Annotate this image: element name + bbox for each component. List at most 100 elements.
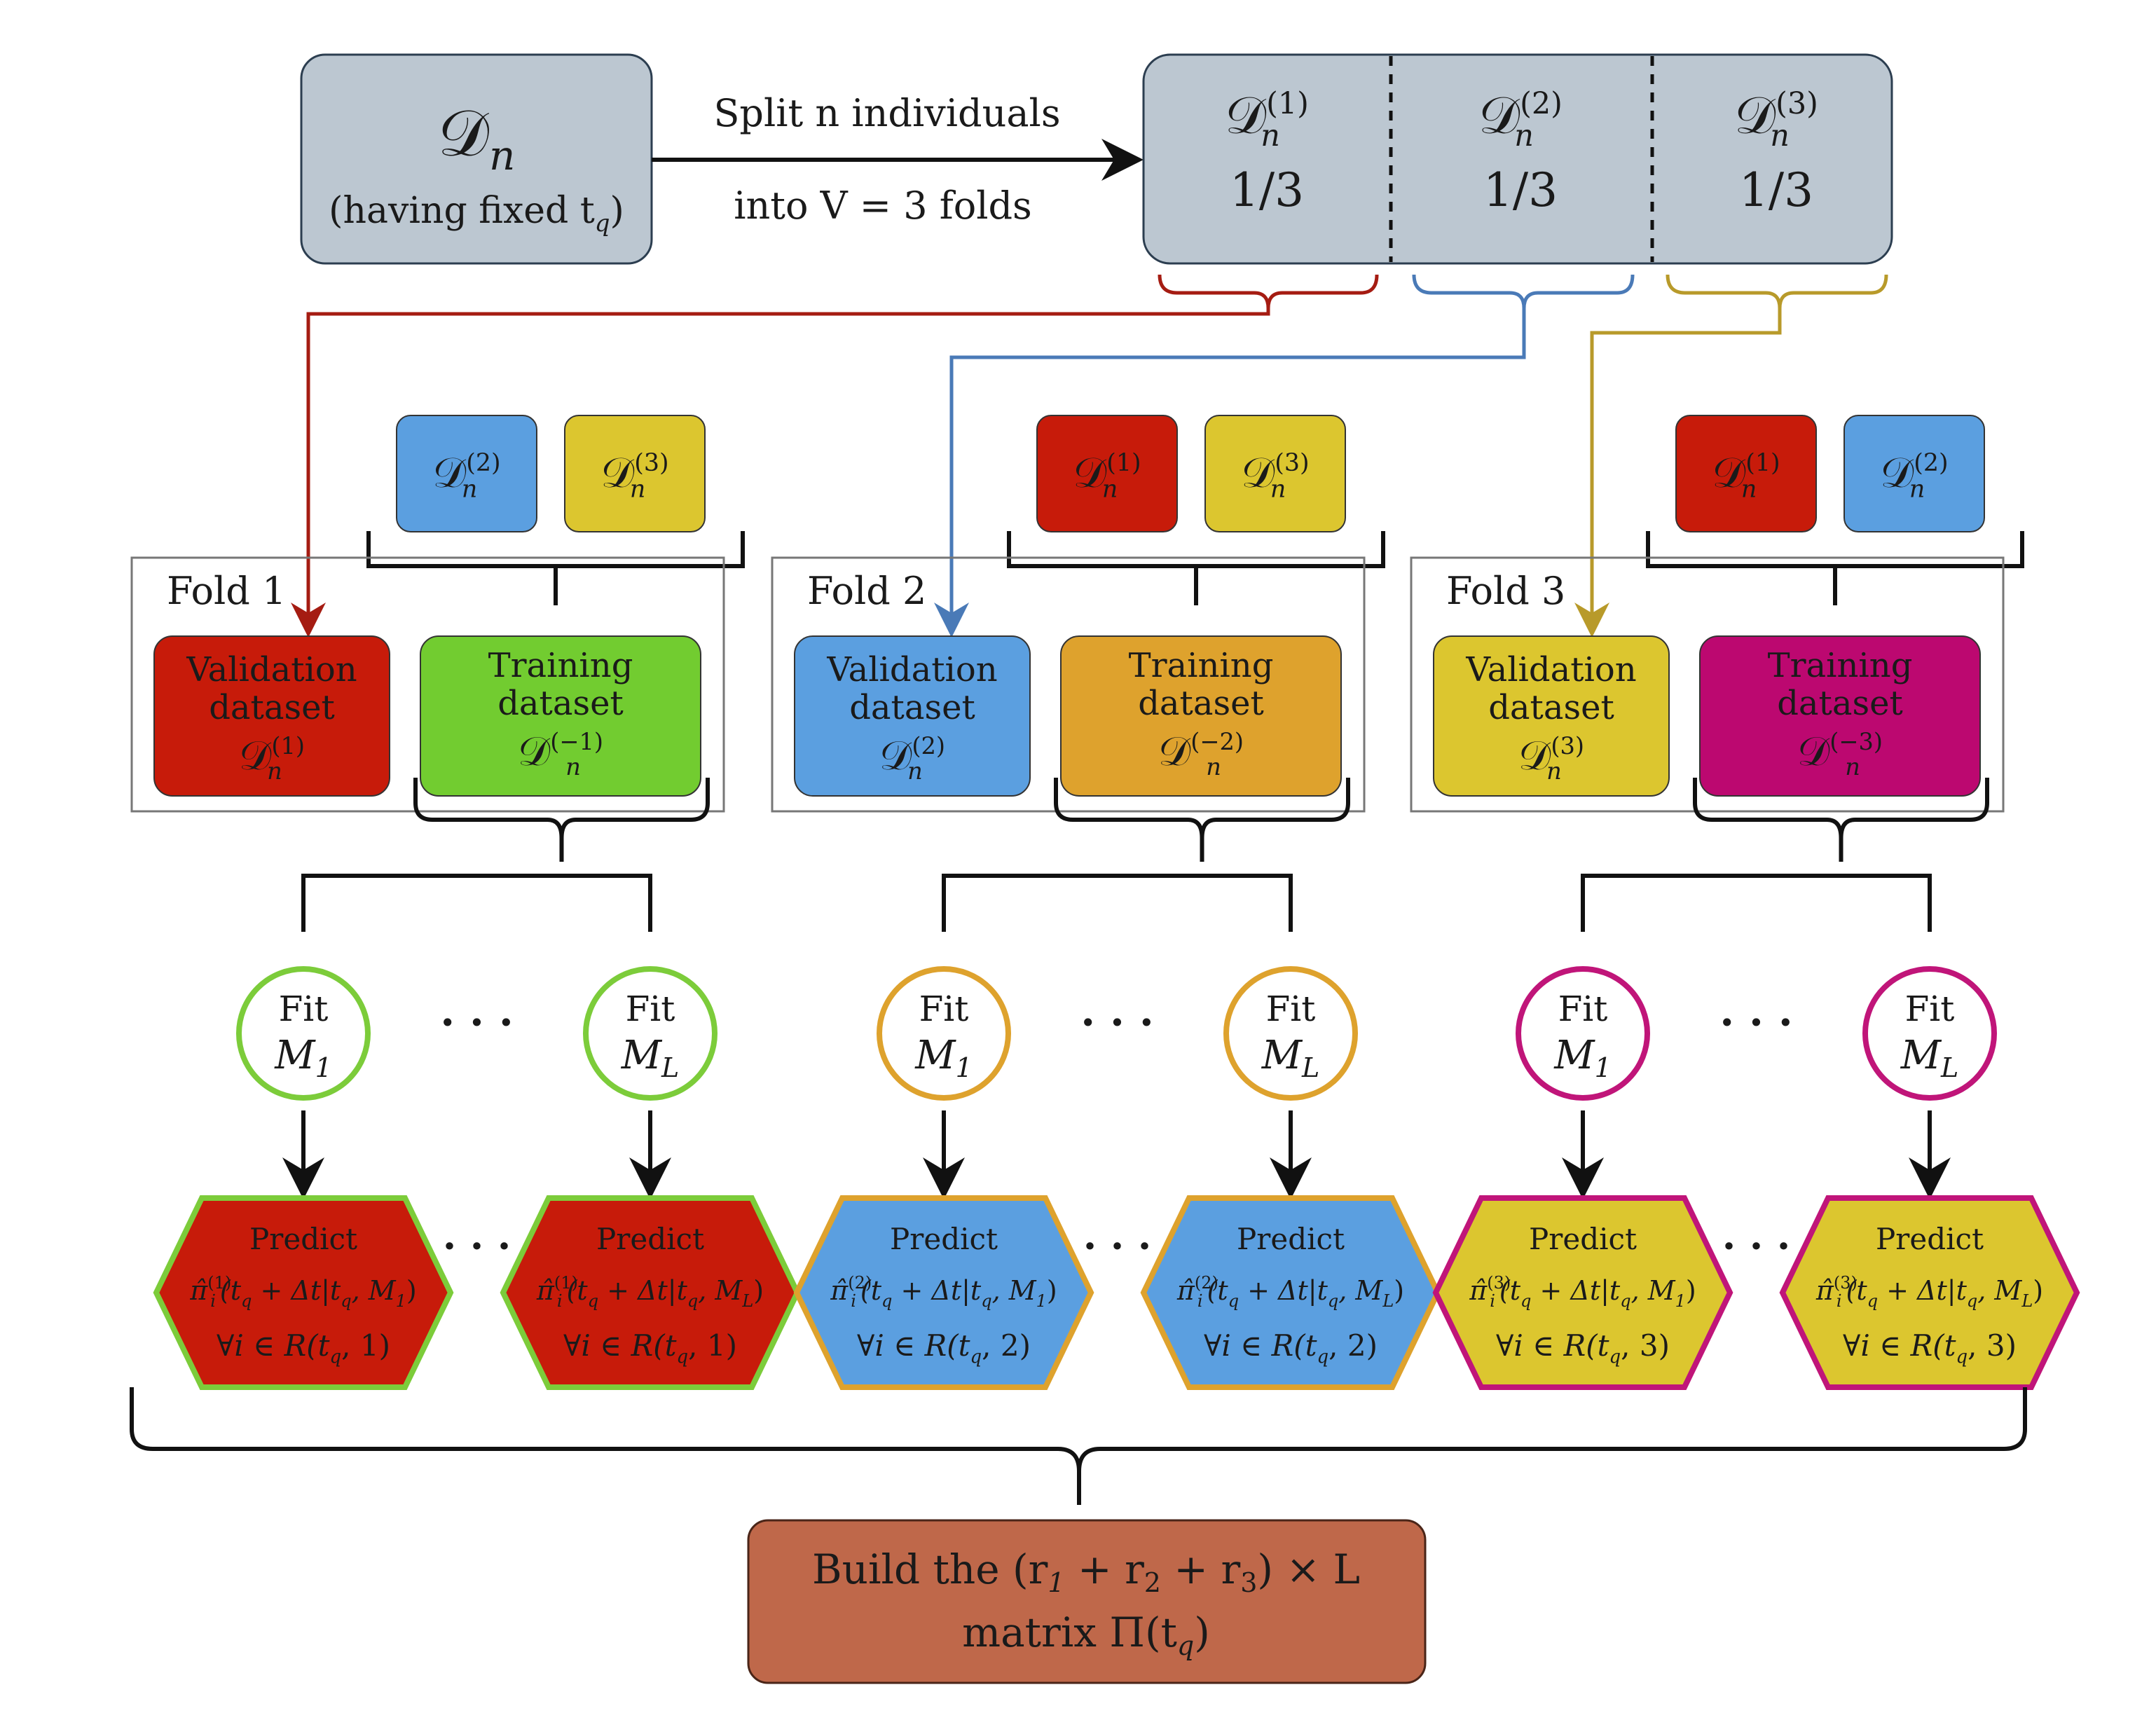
prediction-hexagon: Predict π̂(3)i(tq + Δt|tq, M1) ∀i ∈ R(tq, … bbox=[1432, 1195, 1733, 1390]
predict-title: Predict bbox=[1237, 1222, 1345, 1256]
training-line-1: Training bbox=[488, 646, 633, 685]
training-line-2: dataset bbox=[1138, 684, 1264, 723]
fit-connector bbox=[942, 874, 1293, 932]
predict-title: Predict bbox=[1529, 1222, 1637, 1256]
training-chip: 𝒟(3)n bbox=[1204, 415, 1346, 532]
source-label: 𝒟 bbox=[438, 96, 490, 171]
fold-frame bbox=[1410, 556, 2005, 813]
predict-scope: ∀i ∈ R(tq, 2) bbox=[1204, 1328, 1378, 1368]
fit-label: Fit bbox=[279, 989, 329, 1029]
fits-ellipsis: · · · bbox=[440, 998, 513, 1047]
fit-model: M1 bbox=[1553, 1033, 1612, 1083]
training-chip: 𝒟(1)n bbox=[1036, 415, 1178, 532]
routing-arrows bbox=[291, 308, 1782, 638]
predict-formula: π̂(2)i(tq + Δt|tq, ML) bbox=[1176, 1273, 1404, 1311]
prediction-hexagon: Predict π̂(2)i(tq + Δt|tq, ML) ∀i ∈ R(tq, … bbox=[1140, 1195, 1441, 1390]
partition-2: 𝒟(2)n1/3 bbox=[1478, 85, 1563, 217]
validation-label: 𝒟(2)n bbox=[879, 731, 945, 785]
predictions-ellipsis: · · · bbox=[443, 1223, 511, 1270]
training-label: 𝒟(−2)n bbox=[1158, 727, 1244, 780]
training-brace bbox=[413, 778, 710, 862]
chip-bracket bbox=[1646, 531, 2024, 605]
predict-scope: ∀i ∈ R(tq, 2) bbox=[857, 1328, 1031, 1368]
training-chip-label: 𝒟(2)n bbox=[432, 448, 500, 503]
chip-bracket bbox=[1007, 531, 1385, 605]
fit-label: Fit bbox=[919, 989, 969, 1029]
training-chip: 𝒟(3)n bbox=[564, 415, 706, 532]
training-chip: 𝒟(2)n bbox=[1843, 415, 1985, 532]
training-chip-label: 𝒟(1)n bbox=[1073, 448, 1141, 503]
training-chip-label: 𝒟(2)n bbox=[1880, 448, 1948, 503]
fold-frame bbox=[130, 556, 725, 813]
training-label: 𝒟(−1)n bbox=[518, 727, 603, 780]
fits-ellipsis: · · · bbox=[1080, 998, 1153, 1047]
fit-model: M1 bbox=[914, 1033, 973, 1083]
fold-title: Fold 3 bbox=[1446, 569, 1565, 613]
training-line-2: dataset bbox=[497, 684, 624, 723]
validation-label: 𝒟(1)n bbox=[239, 731, 305, 785]
split-line-1: Split n individuals bbox=[713, 91, 1060, 135]
fit-model: ML bbox=[621, 1033, 680, 1083]
training-chip: 𝒟(1)n bbox=[1675, 415, 1817, 532]
source-dataset-box: 𝒟n (having fixed tq) bbox=[300, 53, 653, 265]
svg-text:Build the (r1 + r2 + r3) × L: Build the (r1 + r2 + r3) × L bbox=[812, 1546, 1360, 1598]
predict-formula: π̂(1)i(tq + Δt|tq, M1) bbox=[189, 1273, 417, 1311]
predict-scope: ∀i ∈ R(tq, 1) bbox=[217, 1328, 390, 1368]
source-note: (having fixed t bbox=[329, 190, 595, 232]
prediction-hexagon: Predict π̂(1)i(tq + Δt|tq, M1) ∀i ∈ R(tq, … bbox=[153, 1195, 454, 1390]
fit-model: ML bbox=[1900, 1033, 1959, 1083]
split-arrow: Split n individuals into V = 3 folds bbox=[652, 91, 1144, 228]
svg-text:𝒟n: 𝒟n bbox=[438, 96, 516, 179]
partition-braces bbox=[1158, 274, 1888, 309]
fit-connector bbox=[1581, 874, 1932, 932]
partition-label: 𝒟(2)n bbox=[1478, 85, 1563, 153]
predict-formula: π̂(3)i(tq + Δt|tq, M1) bbox=[1469, 1273, 1696, 1311]
result-matrix-box: Build the (r1 + r2 + r3) × L matrix Π(tq… bbox=[747, 1519, 1427, 1684]
training-label: 𝒟(−3)n bbox=[1797, 727, 1883, 780]
fit-label: Fit bbox=[1266, 989, 1316, 1029]
predict-title: Predict bbox=[890, 1222, 998, 1256]
predict-formula: π̂(3)i(tq + Δt|tq, ML) bbox=[1815, 1273, 2043, 1311]
predict-title: Predict bbox=[249, 1222, 357, 1256]
validation-line-2: dataset bbox=[849, 688, 975, 727]
fold-title: Fold 2 bbox=[807, 569, 926, 613]
validation-label: 𝒟(3)n bbox=[1518, 731, 1584, 785]
source-note-sub: q bbox=[595, 209, 610, 238]
fit-model: M1 bbox=[274, 1033, 332, 1083]
predict-scope: ∀i ∈ R(tq, 3) bbox=[1496, 1328, 1670, 1368]
predict-title: Predict bbox=[596, 1222, 704, 1256]
fold-title: Fold 1 bbox=[167, 569, 286, 613]
split-line-2: into V = 3 folds bbox=[734, 184, 1032, 228]
training-line-1: Training bbox=[1768, 646, 1913, 685]
validation-line-2: dataset bbox=[209, 688, 335, 727]
predictions-ellipsis: · · · bbox=[1083, 1223, 1151, 1270]
validation-line-1: Validation bbox=[826, 650, 997, 689]
fits-ellipsis: · · · bbox=[1719, 998, 1792, 1047]
validation-line-2: dataset bbox=[1488, 688, 1614, 727]
svg-text:(having fixed tq): (having fixed tq) bbox=[329, 190, 624, 238]
fold-frame bbox=[771, 556, 1366, 813]
fit-label: Fit bbox=[1558, 989, 1608, 1029]
fit-label: Fit bbox=[626, 989, 675, 1029]
training-line-1: Training bbox=[1129, 646, 1274, 685]
chip-bracket bbox=[366, 531, 745, 605]
partition-1: 𝒟(1)n1/3 bbox=[1225, 85, 1309, 217]
partition-3: 𝒟(3)n1/3 bbox=[1734, 85, 1818, 217]
